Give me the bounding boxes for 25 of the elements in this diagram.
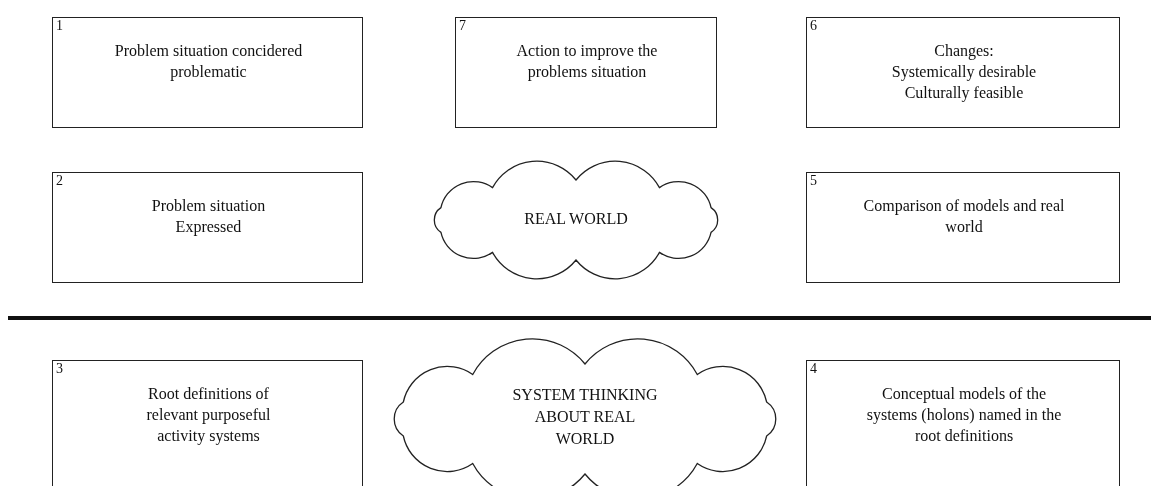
process-box <box>52 172 363 283</box>
process-box <box>455 17 717 128</box>
box-text: Root definitions of relevant purposeful activity systems <box>145 384 272 446</box>
process-box <box>806 360 1120 486</box>
step-number: 7 <box>459 18 466 34</box>
step-number: 2 <box>56 173 63 189</box>
process-box <box>52 360 363 486</box>
box-heading: Changes: <box>933 41 995 61</box>
box-text: Conceptual models of the systems (holons) named in the root definitions <box>865 384 1063 446</box>
process-box <box>806 172 1120 283</box>
box-text: Problem situation concidered problematic <box>113 41 304 82</box>
step-number: 6 <box>810 18 817 34</box>
box-text: Action to improve the problems situation <box>515 41 659 82</box>
cloud-label: REAL WORLD <box>523 209 629 229</box>
box-text: Systemically desirable <box>890 62 1038 82</box>
process-box <box>52 17 363 128</box>
box-text: Culturally feasible <box>903 83 1025 103</box>
step-number: 1 <box>56 18 63 34</box>
box-text: Problem situation Expressed <box>150 196 267 237</box>
step-number: 5 <box>810 173 817 189</box>
step-number: 3 <box>56 361 63 377</box>
cloud-label: SYSTEM THINKING ABOUT REAL WORLD <box>511 385 659 449</box>
box-text: Comparison of models and real world <box>862 196 1066 237</box>
step-number: 4 <box>810 361 817 377</box>
process-box <box>806 17 1120 128</box>
